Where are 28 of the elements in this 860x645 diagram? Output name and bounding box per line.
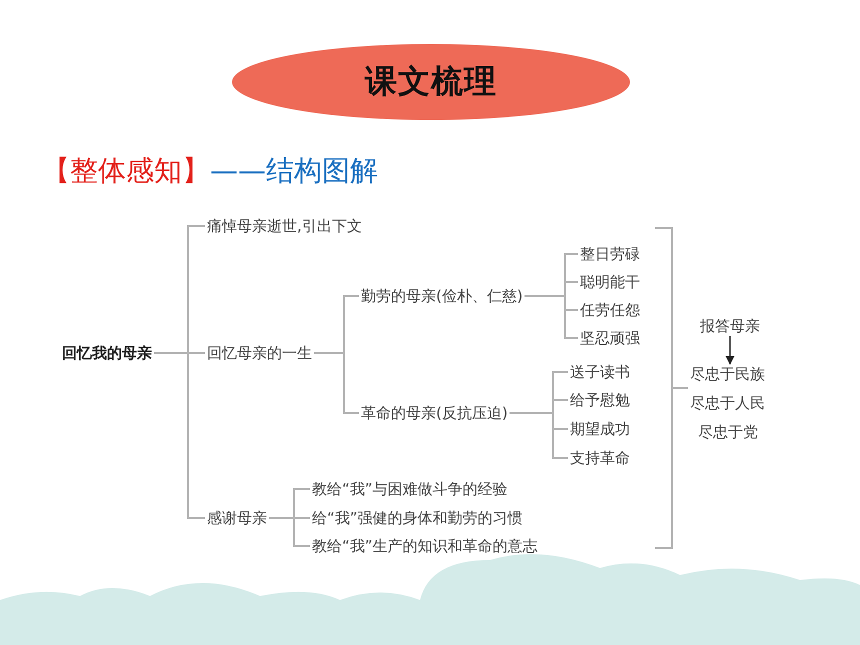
connector-line	[314, 352, 359, 414]
connector-line	[269, 517, 310, 547]
topic-text: 坚忍顽强	[580, 329, 640, 347]
topic-text: 任劳任怨	[580, 301, 640, 319]
topic-text: 勤劳的母亲(俭朴、仁慈)	[361, 287, 523, 305]
topic-text: 期望成功	[570, 420, 630, 438]
topic-text: 尽忠于党	[698, 423, 758, 441]
topic-text: 聪明能干	[580, 273, 640, 291]
connector-line	[154, 352, 205, 519]
topic-text: 尽忠于人民	[690, 394, 765, 412]
topic-text: 感谢母亲	[207, 509, 267, 527]
topic-text: 给“我”强健的身体和勤劳的习惯	[312, 509, 523, 527]
topic-text: 教给“我”生产的知识和革命的意志	[312, 537, 538, 555]
root-topic: 回忆我的母亲	[62, 344, 152, 362]
section-heading: ——结构图解	[210, 153, 378, 189]
topic-text: 报答母亲	[700, 317, 760, 335]
topic-text: 给予慰勉	[570, 391, 630, 409]
arrow	[726, 336, 734, 365]
topic-text: 革命的母亲(反抗压迫)	[361, 404, 508, 422]
topic-text: 尽忠于民族	[690, 365, 765, 383]
topic-text: 回忆母亲的一生	[207, 344, 312, 362]
topic-text: 整日劳碌	[580, 245, 640, 263]
topic-text: 支持革命	[570, 449, 630, 467]
topic-text: 教给“我”与困难做斗争的经验	[312, 480, 508, 498]
title-ellipse: 课文梳理	[232, 44, 630, 120]
topic-text: 送子读书	[570, 363, 630, 381]
section-heading: 【整体感知】	[42, 153, 210, 189]
topic-text: 痛悼母亲逝世,引出下文	[207, 217, 362, 235]
